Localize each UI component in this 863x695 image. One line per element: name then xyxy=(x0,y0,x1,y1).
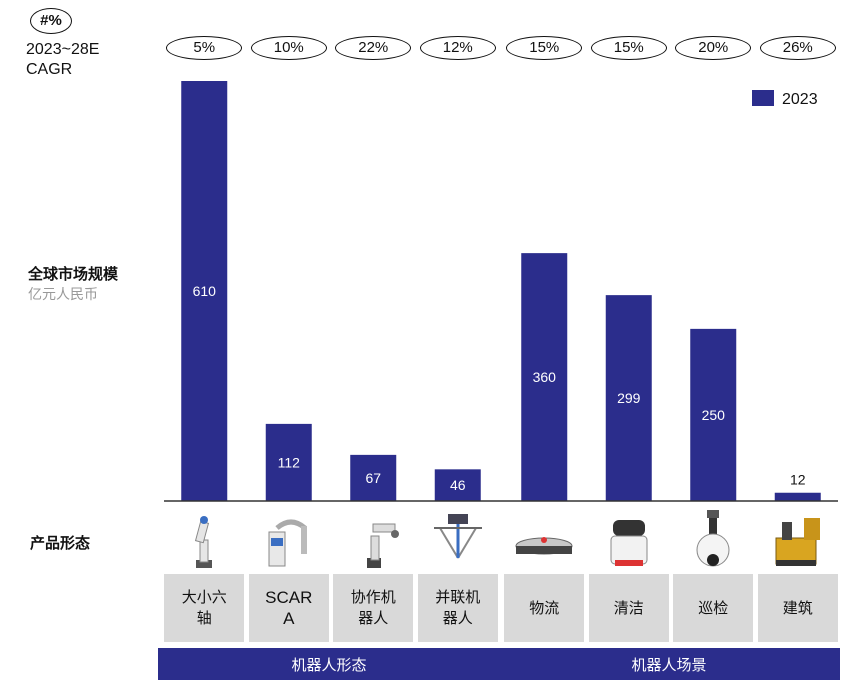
logistics-agv-icon xyxy=(514,510,574,572)
cagr-oval-1: 10% xyxy=(250,36,327,60)
bar-3 xyxy=(434,469,481,501)
category-label: SCARA xyxy=(265,588,313,628)
legend-swatch xyxy=(752,90,774,106)
cagr-oval-2: 22% xyxy=(335,36,412,60)
data-label-2: 67 xyxy=(365,470,381,486)
cleaning-robot-icon xyxy=(599,510,659,572)
category-box-3: 并联机器人 xyxy=(417,574,498,642)
y-axis-unit: 亿元人民币 xyxy=(28,287,98,303)
category-box-5: 清洁 xyxy=(588,574,669,642)
category-label: 并联机器人 xyxy=(435,588,481,627)
bar-6 xyxy=(690,328,737,501)
data-label-4: 360 xyxy=(533,369,557,385)
bar-2 xyxy=(350,454,397,501)
bar-4 xyxy=(521,253,568,501)
category-box-6: 巡检 xyxy=(673,574,754,642)
scara-robot-icon xyxy=(259,510,319,572)
category-box-2: 协作机器人 xyxy=(333,574,414,642)
construction-robot-icon xyxy=(768,510,828,572)
y-axis-label: 全球市场规模 xyxy=(28,265,119,283)
cagr-oval-4: 15% xyxy=(506,36,583,60)
data-label-3: 46 xyxy=(450,477,466,493)
data-label-5: 299 xyxy=(617,390,641,406)
data-label-1: 112 xyxy=(278,454,301,470)
inspection-robot-icon xyxy=(683,510,743,572)
group-bar-0: 机器人形态 xyxy=(158,648,500,680)
category-label: 清洁 xyxy=(613,598,644,617)
category-label: 协作机器人 xyxy=(350,588,396,627)
parallel-robot-icon xyxy=(428,510,488,572)
data-label-0: 610 xyxy=(193,283,217,299)
data-label-6: 250 xyxy=(702,407,726,423)
cagr-oval-3: 12% xyxy=(419,36,496,60)
unit-badge: #% xyxy=(30,8,72,34)
category-label: 巡检 xyxy=(698,598,729,617)
cagr-label-line-1: 2023~28E xyxy=(26,41,100,58)
bar-0 xyxy=(181,81,228,501)
cagr-oval-5: 15% xyxy=(590,36,667,60)
category-label: 大小六轴 xyxy=(181,588,227,627)
legend-label: 2023 xyxy=(782,91,818,108)
legend: 2023 xyxy=(752,90,818,109)
group-bar-1: 机器人场景 xyxy=(498,648,840,680)
data-label-7: 12 xyxy=(790,472,806,488)
cagr-label: 2023~28E CAGR xyxy=(26,40,99,80)
category-box-1: SCARA xyxy=(248,574,329,642)
six-axis-arm-icon xyxy=(174,510,234,572)
cagr-oval-6: 20% xyxy=(675,36,752,60)
bar-7 xyxy=(774,492,821,501)
bar-1 xyxy=(265,423,312,501)
category-box-7: 建筑 xyxy=(757,574,838,642)
category-box-4: 物流 xyxy=(504,574,585,642)
cagr-label-line-2: CAGR xyxy=(26,61,73,78)
product-form-label: 产品形态 xyxy=(30,534,91,552)
cagr-oval-0: 5% xyxy=(166,36,243,60)
cagr-oval-7: 26% xyxy=(759,36,836,60)
bar-5 xyxy=(605,295,652,501)
category-box-0: 大小六轴 xyxy=(164,574,245,642)
category-label: 建筑 xyxy=(782,598,813,617)
collaborative-robot-icon xyxy=(343,510,403,572)
category-label: 物流 xyxy=(529,598,560,617)
